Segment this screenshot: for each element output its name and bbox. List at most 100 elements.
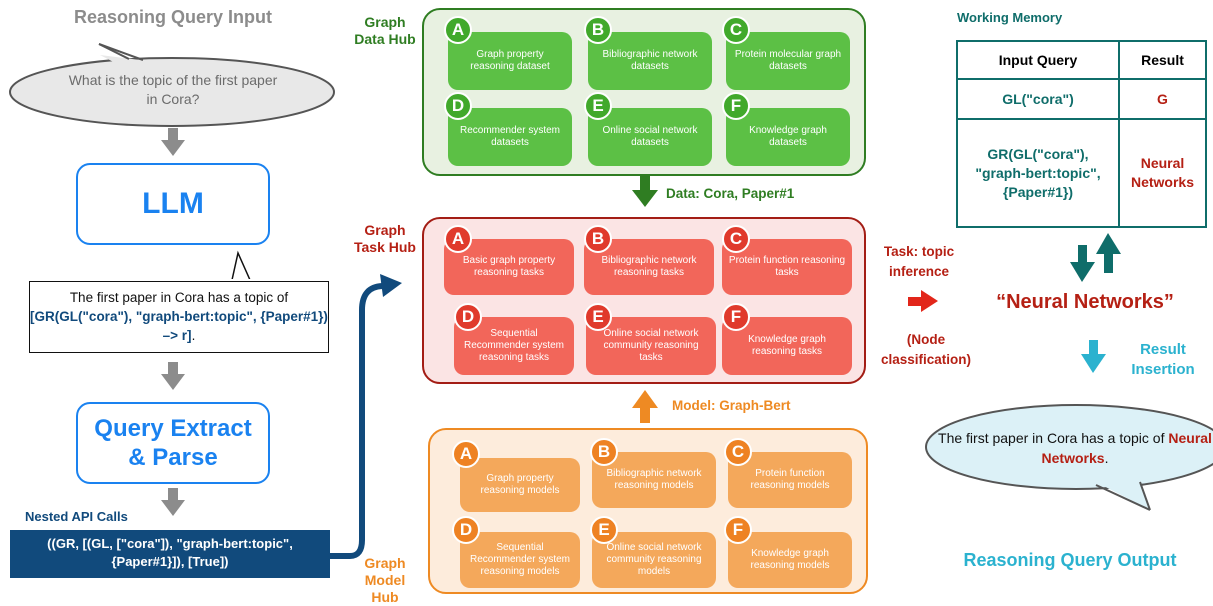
- parser-label: Query Extract & Parse: [94, 415, 252, 471]
- task-hub-badge-c: C: [722, 225, 750, 253]
- task-hub-card-text: Online social network community reasonin…: [603, 328, 699, 363]
- model-hub-card-f[interactable]: Knowledge graph reasoning models: [728, 532, 852, 588]
- model-hub: Graph property reasoning models A Biblio…: [428, 428, 868, 594]
- task-hub-card-text: Knowledge graph reasoning tasks: [748, 334, 826, 357]
- task-hub-badge-e: E: [584, 303, 612, 331]
- task-hub-badge-b: B: [584, 225, 612, 253]
- task-hub-badge-f: F: [722, 303, 750, 331]
- llm-label: LLM: [142, 187, 204, 220]
- task-hub-label: Graph Task Hub: [354, 222, 416, 255]
- nested-api-label: Nested API Calls: [25, 509, 128, 524]
- task-flow-arrow: [908, 290, 938, 312]
- task-hub-card-text: Bibliographic network reasoning tasks: [601, 255, 697, 278]
- data-hub-card-text: Online social network datasets: [602, 125, 698, 148]
- result-insertion-arrow: [1081, 340, 1106, 373]
- data-flow-arrow: [632, 176, 658, 207]
- task-hub-badge-d: D: [454, 303, 482, 331]
- model-hub-card-text: Graph property reasoning models: [480, 473, 560, 496]
- task-hub-card-text: Basic graph property reasoning tasks: [462, 255, 556, 278]
- answer-bubble-tail: [1096, 480, 1150, 510]
- wm-row1-result: G: [1118, 78, 1207, 120]
- model-flow-arrow: [632, 390, 658, 423]
- model-hub-badge-e: E: [590, 516, 618, 544]
- task-hub-card-text: Protein function reasoning tasks: [728, 255, 846, 278]
- data-hub-badge-e: E: [584, 92, 612, 120]
- answer-end: .: [1104, 450, 1109, 466]
- model-hub-card-text: Bibliographic network reasoning models: [606, 468, 702, 491]
- memory-down-arrow: [1070, 245, 1095, 282]
- query-bubble: [9, 57, 335, 127]
- task-hub-badge-a: A: [444, 225, 472, 253]
- parser-box: Query Extract & Parse: [76, 402, 270, 484]
- model-hub-card-e[interactable]: Online social network community reasonin…: [592, 532, 716, 588]
- wm-row2-query: GR(GL("cora"), "graph-bert:topic", {Pape…: [956, 118, 1120, 228]
- model-hub-card-a[interactable]: Graph property reasoning models: [460, 458, 580, 512]
- model-hub-badge-c: C: [724, 438, 752, 466]
- llm-output-end: .: [191, 328, 196, 343]
- model-hub-badge-b: B: [590, 438, 618, 466]
- model-flow-label: Model: Graph-Bert: [672, 398, 791, 413]
- data-hub-card-f[interactable]: Knowledge graph datasets: [726, 108, 850, 166]
- model-hub-badge-d: D: [452, 516, 480, 544]
- working-memory-table: Input Query Result GL("cora") G GR(GL("c…: [956, 40, 1207, 228]
- model-hub-badge-f: F: [724, 516, 752, 544]
- data-hub-card-text: Recommender system datasets: [459, 125, 561, 148]
- model-hub-card-c[interactable]: Protein function reasoning models: [728, 452, 852, 508]
- model-hub-card-text: Knowledge graph reasoning models: [750, 548, 830, 571]
- data-hub-card-c[interactable]: Protein molecular graph datasets: [726, 32, 850, 90]
- result-insertion-label: Result Insertion: [1131, 341, 1195, 378]
- result-value: “Neural Networks”: [996, 291, 1174, 313]
- task-hub-card-d[interactable]: Sequential Recommender system reasoning …: [454, 317, 574, 375]
- data-hub-card-text: Graph property reasoning dataset: [470, 49, 550, 72]
- query-text: What is the topic of the first paper in …: [68, 72, 278, 107]
- data-hub: Graph property reasoning dataset A Bibli…: [422, 8, 866, 176]
- answer-highlight: Neural Networks: [1041, 430, 1212, 466]
- data-hub-card-d[interactable]: Recommender system datasets: [448, 108, 572, 166]
- arrow-output-to-parser: [161, 362, 185, 390]
- task-hub-card-text: Sequential Recommender system reasoning …: [463, 328, 565, 363]
- data-hub-card-b[interactable]: Bibliographic network datasets: [588, 32, 712, 90]
- model-hub-label: Graph Model Hub: [364, 555, 406, 605]
- data-hub-badge-f: F: [722, 92, 750, 120]
- nested-api-call: ((GR, [(GL, ["cora"]), "graph-bert:topic…: [47, 536, 293, 569]
- data-hub-card-text: Knowledge graph datasets: [749, 125, 827, 148]
- task-hub: Basic graph property reasoning tasks A B…: [422, 217, 866, 384]
- data-hub-label: Graph Data Hub: [354, 14, 416, 47]
- task-label: Task: topic inference: [883, 244, 955, 279]
- query-bubble-tail: [100, 55, 148, 68]
- wm-header-query: Input Query: [956, 40, 1120, 80]
- model-hub-card-text: Sequential Recommender system reasoning …: [469, 542, 571, 577]
- model-hub-card-d[interactable]: Sequential Recommender system reasoning …: [460, 532, 580, 588]
- arrow-query-to-llm: [161, 128, 185, 156]
- nested-api-call-box: ((GR, [(GL, ["cora"]), "graph-bert:topic…: [10, 530, 330, 578]
- data-hub-card-text: Protein molecular graph datasets: [734, 49, 842, 72]
- data-flow-label: Data: Cora, Paper#1: [666, 186, 795, 201]
- input-section-title: Reasoning Query Input: [73, 7, 273, 27]
- wm-header-result: Result: [1118, 40, 1207, 80]
- wm-row2-result: Neural Networks: [1118, 118, 1207, 228]
- answer-bubble: [925, 404, 1213, 490]
- llm-output-tail: [231, 250, 252, 281]
- data-hub-badge-c: C: [722, 16, 750, 44]
- memory-up-arrow: [1096, 233, 1121, 273]
- answer-plain: The first paper in Cora has a topic of: [938, 430, 1165, 446]
- answer-text: The first paper in Cora has a topic of N…: [930, 428, 1213, 468]
- arrow-parser-to-calls: [161, 488, 185, 516]
- data-hub-badge-a: A: [444, 16, 472, 44]
- wm-row1-query: GL("cora"): [956, 78, 1120, 120]
- task-hub-card-c[interactable]: Protein function reasoning tasks: [722, 239, 852, 295]
- working-memory-title: Working Memory: [957, 10, 1063, 25]
- model-hub-badge-a: A: [452, 440, 480, 468]
- llm-output-box: The first paper in Cora has a topic of […: [29, 281, 329, 353]
- llm-output-api: [GR(GL("cora"), "graph-bert:topic", {Pap…: [30, 309, 328, 343]
- llm-box: LLM: [76, 163, 270, 245]
- data-hub-card-text: Bibliographic network datasets: [602, 49, 698, 72]
- data-hub-badge-d: D: [444, 92, 472, 120]
- llm-output-plain: The first paper in Cora has a topic of: [69, 290, 289, 305]
- data-hub-card-a[interactable]: Graph property reasoning dataset: [448, 32, 572, 90]
- model-hub-card-text: Protein function reasoning models: [750, 468, 830, 491]
- data-hub-card-e[interactable]: Online social network datasets: [588, 108, 712, 166]
- api-to-task-hub-arrow: [330, 283, 385, 559]
- task-sub-label: (Node classification): [880, 332, 972, 367]
